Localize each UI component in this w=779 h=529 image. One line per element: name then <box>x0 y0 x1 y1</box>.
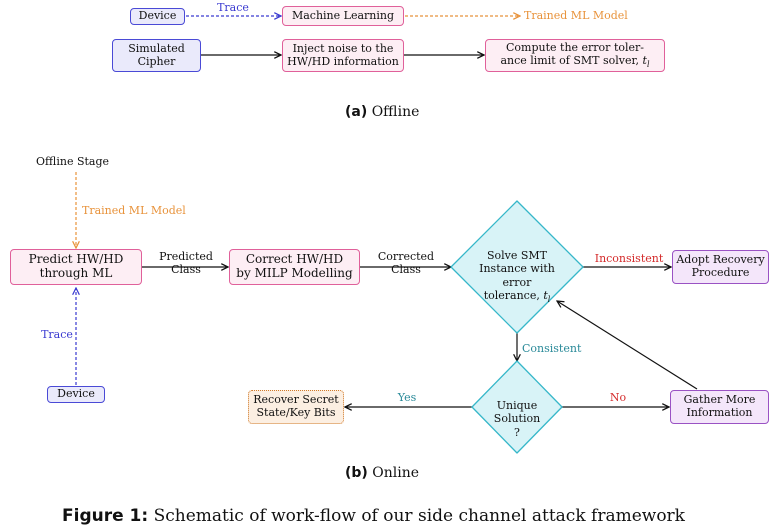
no-label: No <box>609 391 627 404</box>
online-trace-label: Trace <box>41 328 73 341</box>
offline-trace-label: Trace <box>217 1 249 14</box>
online-device-label: Device <box>57 387 95 401</box>
figure-caption: Figure 1: Schematic of work-flow of our … <box>62 506 685 526</box>
offline-compute-text: Compute the error toler- ance limit of S… <box>500 40 644 67</box>
solve-smt-sub: l <box>547 294 551 304</box>
yes-label: Yes <box>397 391 417 404</box>
gather-label: Gather More Information <box>683 393 756 419</box>
figure-caption-text: Schematic of work-flow of our side chann… <box>153 506 685 526</box>
offline-caption-tag: (a) <box>345 104 368 120</box>
recover-node: Recover Secret State/Key Bits <box>248 390 344 424</box>
predicted-class-label: Predicted Class <box>159 250 213 277</box>
offline-compute-var: t <box>642 53 647 67</box>
offline-compute-label: Compute the error toler- ance limit of S… <box>500 40 650 69</box>
offline-compute-sub: l <box>646 59 650 69</box>
adopt-label: Adopt Recovery Procedure <box>676 253 765 279</box>
predict-label: Predict HW/HD through ML <box>28 252 124 280</box>
offline-stage-label: Offline Stage <box>36 155 110 168</box>
online-gather-solve-arrow <box>557 301 698 390</box>
solve-smt-label: Solve SMT Instance with error tolerance, <box>479 249 555 302</box>
offline-cipher-node: Simulated Cipher <box>112 39 201 72</box>
solve-smt-text: Solve SMT Instance with error tolerance,… <box>466 236 568 305</box>
offline-device-node: Device <box>130 8 185 25</box>
offline-cipher-label: Simulated Cipher <box>128 41 185 68</box>
online-device-node: Device <box>47 386 105 403</box>
solve-smt-var: t <box>543 288 548 302</box>
offline-caption-text: Offline <box>371 104 420 120</box>
online-caption: (b) Online <box>345 465 419 481</box>
corrected-class-label: Corrected Class <box>377 250 435 277</box>
offline-device-label: Device <box>138 9 177 23</box>
offline-ml-label: Machine Learning <box>291 8 395 22</box>
inconsistent-label: Inconsistent <box>594 252 664 265</box>
correct-node: Correct HW/HD by MILP Modelling <box>229 249 360 285</box>
predict-node: Predict HW/HD through ML <box>10 249 142 285</box>
adopt-node: Adopt Recovery Procedure <box>672 250 769 284</box>
consistent-label: Consistent <box>522 342 582 355</box>
offline-compute-node: Compute the error toler- ance limit of S… <box>485 39 665 72</box>
unique-solution-diamond <box>471 360 563 454</box>
offline-inject-label: Inject noise to the HW/HD information <box>287 41 399 68</box>
solve-smt-diamond <box>450 200 584 334</box>
online-caption-text: Online <box>372 465 420 481</box>
offline-inject-node: Inject noise to the HW/HD information <box>282 39 404 72</box>
figure-caption-tag: Figure 1: <box>62 506 149 526</box>
offline-ml-node: Machine Learning <box>282 6 404 26</box>
recover-label: Recover Secret State/Key Bits <box>253 393 339 419</box>
gather-node: Gather More Information <box>670 390 769 424</box>
online-caption-tag: (b) <box>345 465 368 481</box>
unique-solution-text: Unique Solution ? <box>482 386 552 439</box>
online-trained-label: Trained ML Model <box>82 204 186 217</box>
offline-trained-label: Trained ML Model <box>524 9 628 22</box>
unique-solution-label: Unique Solution ? <box>493 399 541 439</box>
offline-caption: (a) Offline <box>345 104 419 120</box>
correct-label: Correct HW/HD by MILP Modelling <box>236 252 353 280</box>
